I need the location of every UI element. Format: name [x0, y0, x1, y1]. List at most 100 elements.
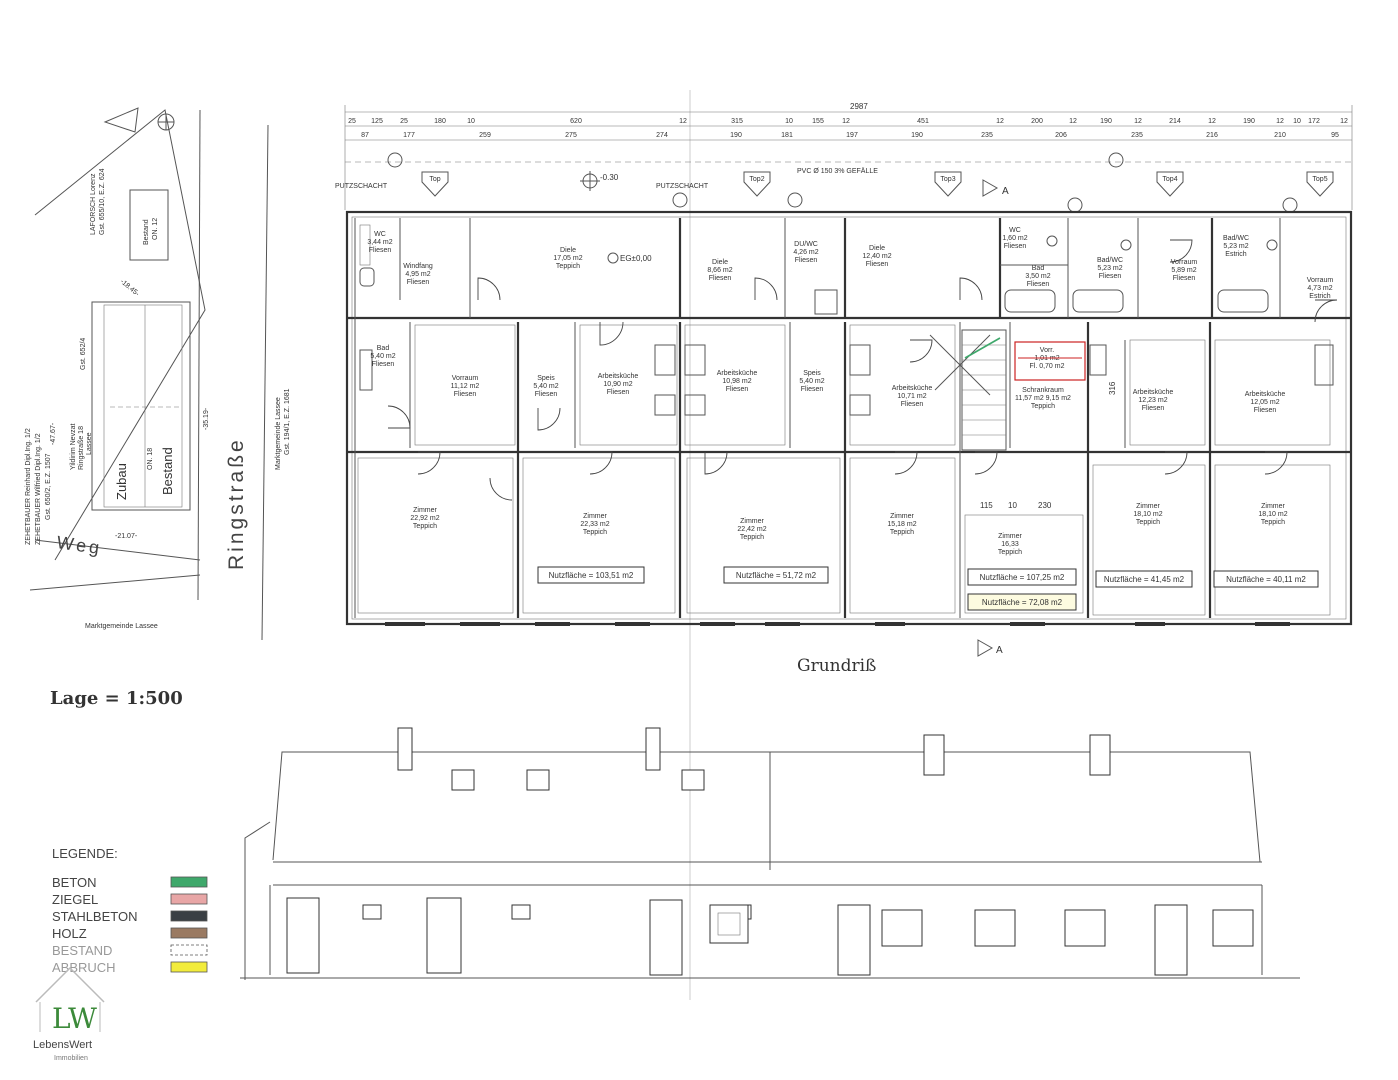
dimension-value: 235	[981, 132, 993, 139]
room-name: Zimmer	[740, 518, 764, 525]
legend-title: LEGENDE:	[52, 846, 118, 861]
room-area: 10,98 m2	[722, 378, 751, 385]
room-name: Zimmer	[413, 507, 437, 514]
legend-label: HOLZ	[52, 926, 87, 941]
section-arrow-icon	[977, 639, 994, 657]
room-floor: Teppich	[998, 549, 1022, 556]
top-label: Top2	[749, 176, 764, 183]
bathtub-icon	[359, 349, 373, 391]
sink-icon	[849, 344, 871, 376]
room-area: 5,23 m2	[1097, 265, 1122, 272]
usable-area-box	[1095, 570, 1193, 588]
top-marker-icon	[934, 171, 962, 197]
room-floor: Teppich	[1261, 519, 1285, 526]
room-floor: Fliesen	[535, 391, 558, 398]
room-floor: Fliesen	[1099, 273, 1122, 280]
dimension-value: 87	[361, 132, 369, 139]
usable-area-box	[537, 566, 645, 584]
shaft-label: PUTZSCHACHT	[335, 183, 388, 190]
dimension-value: 12	[1134, 118, 1142, 125]
dimension-value: 12	[1340, 118, 1348, 125]
legend-swatch	[170, 927, 208, 939]
room-floor: Fliesen	[709, 275, 732, 282]
elevation-view	[240, 727, 1300, 980]
dimension-value: 12	[679, 118, 687, 125]
toilet-icon	[359, 267, 375, 287]
shaft-circle-icon	[1067, 197, 1083, 213]
room-floor: Teppich	[413, 523, 437, 530]
neighbor-top-2: Gst. 655/10, E.Z. 624	[99, 168, 106, 235]
dimension-value: 200	[1031, 118, 1043, 125]
room-name: WC	[1009, 227, 1021, 234]
room-floor: Estrich	[1309, 293, 1331, 300]
room-area: 22,42 m2	[737, 526, 766, 533]
existing-top: Bestand	[143, 219, 150, 245]
room-floor: Fliesen	[1027, 281, 1050, 288]
room-area: 11,12 m2	[451, 383, 480, 390]
room-name: Vorraum	[452, 375, 479, 382]
shaft-circle-icon	[672, 192, 688, 208]
legend-label: BESTAND	[52, 943, 112, 958]
room-area: 5,40 m2	[533, 383, 558, 390]
stove-icon	[684, 394, 706, 416]
stove-icon	[849, 394, 871, 416]
top-marker-icon	[1306, 171, 1334, 197]
room-floor: Teppich	[1136, 519, 1160, 526]
dimension-value: 12	[1208, 118, 1216, 125]
toilet-icon	[1266, 239, 1278, 251]
usable-area-box	[967, 568, 1077, 586]
inner-dim: 316	[1108, 381, 1117, 395]
dimension-value: 216	[1206, 132, 1218, 139]
room-area: 5,23 m2	[1223, 243, 1248, 250]
room-name: Arbeitsküche	[717, 370, 758, 377]
room-name: Bad/WC	[1223, 235, 1249, 242]
room-name: Zimmer	[890, 513, 914, 520]
legend-label: BETON	[52, 875, 97, 890]
level-mark: EG±0,00	[620, 254, 652, 263]
room-area: 10,71 m2	[897, 393, 926, 400]
north-arrow-icon	[103, 107, 139, 133]
shower-icon	[814, 289, 838, 315]
usable-area-label: Nutzfläche = 51,72 m2	[736, 571, 817, 580]
room-name: Windfang	[403, 263, 433, 270]
room-name: Arbeitsküche	[598, 373, 639, 380]
inner-dim: 10	[1008, 501, 1017, 510]
bathtub-icon	[1072, 289, 1124, 313]
dimension-value: 315	[731, 118, 743, 125]
legend-swatch	[170, 876, 208, 888]
shaft-circle-icon	[1282, 197, 1298, 213]
dimension-value: 12	[996, 118, 1004, 125]
house-roof-icon	[35, 966, 105, 1003]
room-name: WC	[374, 231, 386, 238]
existing-label: Bestand	[160, 447, 175, 495]
room-floor: Fliesen	[901, 401, 924, 408]
room-floor: Teppich	[556, 263, 580, 270]
room-floor: Fl. 0,70 m2	[1029, 363, 1064, 370]
dim-top: -47.67-	[50, 422, 57, 445]
room-name: Zimmer	[1261, 503, 1285, 510]
usable-area-box	[723, 566, 829, 584]
dimension-value: 10	[785, 118, 793, 125]
sink-icon	[1089, 344, 1107, 376]
inner-dim: 230	[1038, 501, 1052, 510]
dimension-value: 274	[656, 132, 668, 139]
room-area: 4,26 m2	[793, 249, 818, 256]
right-parcel-2: Gst. 194/1, E.Z. 1681	[284, 388, 291, 455]
dim-diag: -18.45-	[119, 278, 141, 298]
dimension-value: 95	[1331, 132, 1339, 139]
dimension-value: 12	[842, 118, 850, 125]
room-name: Schrankraum	[1022, 387, 1064, 394]
top-marker-icon	[1156, 171, 1184, 197]
room-area: 12,23 m2	[1138, 397, 1167, 404]
site-plan: Ringstraße Weg Marktgemeinde Lassee ZEHE…	[25, 107, 291, 641]
legend-label: ABBRUCH	[52, 960, 116, 975]
fixtures	[359, 224, 1334, 416]
sink-icon	[684, 344, 706, 376]
room-name: Arbeitsküche	[1133, 389, 1174, 396]
room-name: Zimmer	[583, 513, 607, 520]
